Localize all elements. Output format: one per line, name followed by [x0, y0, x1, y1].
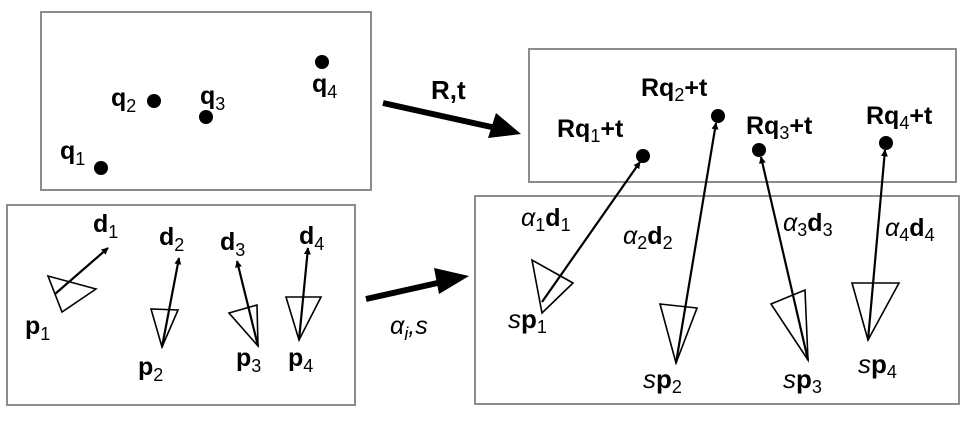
scale-transform-label: αi,s	[390, 312, 428, 344]
q-points-panel	[40, 11, 372, 191]
rigid-transform-arrow	[382, 100, 497, 131]
ray-d2	[160, 257, 182, 348]
label-q3: q3	[200, 82, 225, 114]
ray-d4	[297, 247, 311, 341]
ray-d1	[54, 247, 109, 295]
label-a2d2: α2d2	[623, 222, 673, 253]
label-d1: d1	[93, 210, 118, 242]
label-rq2: Rq2+t	[641, 74, 708, 105]
rigid-transform-arrowhead	[488, 113, 521, 138]
scaled-ray-3	[759, 156, 810, 361]
label-sp4: sp4	[858, 349, 897, 382]
cone-2	[149, 308, 180, 350]
scale-transform-arrow	[365, 279, 443, 302]
point-q3	[199, 110, 213, 124]
label-sp1: sp1	[508, 304, 547, 337]
scaled-cone-2	[658, 303, 699, 366]
label-p3: p3	[236, 344, 261, 376]
label-a1d1: α1d1	[521, 204, 571, 235]
scaled-ray-1	[541, 161, 641, 303]
scaled-cone-4	[850, 282, 901, 343]
label-d3: d3	[220, 228, 245, 260]
label-a3d3: α3d3	[783, 209, 833, 240]
label-rq1: Rq1+t	[557, 115, 624, 146]
point-q4	[315, 55, 329, 69]
scaled-ray-4	[866, 149, 888, 341]
label-a4d4: α4d4	[885, 214, 935, 245]
label-rq3: Rq3+t	[746, 112, 813, 143]
label-p1: p1	[25, 312, 50, 344]
point-rq4	[879, 136, 893, 150]
label-q4: q4	[312, 70, 337, 102]
ray-d3	[235, 260, 260, 347]
point-q1	[94, 161, 108, 175]
point-rq3	[752, 143, 766, 157]
scale-transform-arrowhead	[434, 268, 469, 294]
rigid-transform-label: R,t	[431, 75, 466, 105]
scaled-cone-3	[769, 288, 809, 363]
label-q2: q2	[111, 84, 136, 116]
label-q1: q1	[60, 137, 85, 169]
label-d2: d2	[159, 223, 184, 255]
scaled-ray-2	[674, 122, 719, 364]
label-d4: d4	[299, 222, 324, 254]
point-q2	[147, 94, 161, 108]
label-sp2: sp2	[643, 364, 682, 397]
label-p2: p2	[138, 353, 163, 385]
label-sp3: sp3	[783, 364, 822, 397]
point-rq2	[711, 109, 725, 123]
point-rq1	[636, 149, 650, 163]
label-p4: p4	[288, 344, 313, 376]
label-rq4: Rq4+t	[866, 102, 933, 133]
